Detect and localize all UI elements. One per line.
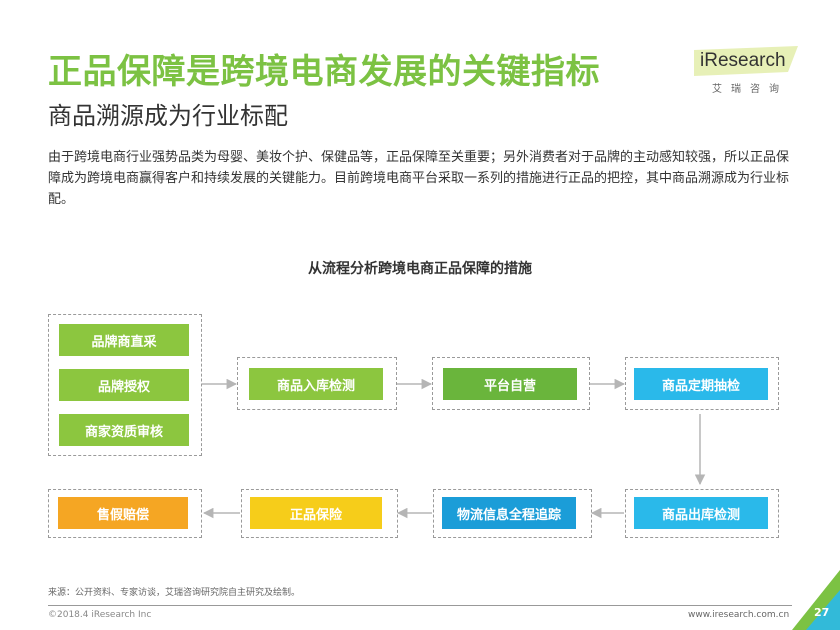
box-logistics-tracking: 物流信息全程追踪 — [442, 497, 576, 529]
source-group — [48, 314, 202, 456]
logo-text: iResearch — [700, 50, 786, 71]
intro-paragraph: 由于跨境电商行业强势品类为母婴、美妆个护、保健品等，正品保障至关重要；另外消费者… — [48, 150, 790, 207]
group-authenticity-insurance — [241, 489, 398, 538]
logo-subtext: 艾瑞咨询 — [712, 84, 788, 95]
copyright-text: ©2018.4 iResearch Inc — [48, 610, 152, 620]
box-brand-authorization: 品牌授权 — [59, 369, 189, 401]
box-fake-compensation: 售假赔偿 — [58, 497, 188, 529]
group-spot-check — [625, 357, 779, 410]
group-inbound-inspection — [237, 357, 397, 410]
box-outbound-inspection: 商品出库检测 — [634, 497, 768, 529]
diagram-title: 从流程分析跨境电商正品保障的措施 — [308, 261, 532, 277]
group-outbound-inspection — [625, 489, 779, 538]
corner-triangle-icon — [792, 570, 840, 630]
box-authenticity-insurance: 正品保险 — [250, 497, 382, 529]
page-number: 27 — [814, 606, 830, 619]
page-title: 正品保障是跨境电商发展的关键指标 — [48, 52, 600, 92]
box-merchant-qualification: 商家资质审核 — [59, 414, 189, 446]
box-inbound-inspection: 商品入库检测 — [249, 368, 383, 400]
group-fake-compensation — [48, 489, 202, 538]
page-subtitle: 商品溯源成为行业标配 — [48, 102, 288, 130]
box-spot-check: 商品定期抽检 — [634, 368, 768, 400]
box-brand-direct-purchase: 品牌商直采 — [59, 324, 189, 356]
footer-divider — [48, 605, 792, 606]
group-logistics-tracking — [433, 489, 592, 538]
box-self-operated: 平台自营 — [443, 368, 577, 400]
iresearch-logo: iResearch 艾瑞咨询 — [694, 46, 804, 96]
logo-banner-icon — [694, 46, 798, 76]
website-link[interactable]: www.iresearch.com.cn — [688, 610, 790, 620]
group-self-operated — [432, 357, 590, 410]
source-note: 来源：公开资料、专家访谈，艾瑞咨询研究院自主研究及绘制。 — [48, 588, 301, 598]
